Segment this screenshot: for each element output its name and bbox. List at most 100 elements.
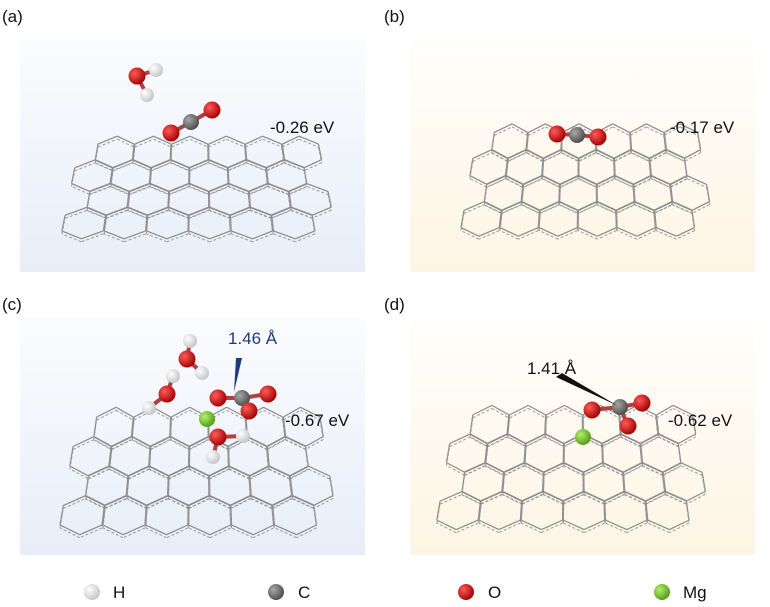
cc-bond-aromatic	[623, 465, 643, 476]
cc-bond-aromatic	[583, 494, 605, 505]
cc-bond-aromatic	[208, 162, 228, 172]
cc-bond	[455, 519, 479, 531]
cc-bond	[507, 433, 526, 445]
cc-bond	[472, 149, 492, 159]
adsorption-energy: -0.62 eV	[668, 411, 733, 430]
cc-bond-aromatic	[511, 126, 528, 136]
cc-bond-aromatic	[669, 187, 673, 205]
cc-bond-aromatic	[252, 233, 273, 243]
cc-bond	[486, 175, 507, 185]
cc-bond-aromatic	[681, 465, 703, 476]
cc-bond	[189, 436, 209, 448]
cc-bond	[246, 159, 266, 169]
cc-bond	[472, 404, 493, 416]
cc-bond-aromatic	[436, 504, 441, 524]
cc-bond-aromatic	[106, 209, 128, 219]
cc-bond	[89, 183, 111, 193]
cc-bond-aromatic	[633, 178, 652, 188]
cc-bond	[684, 149, 701, 159]
bond-length-pointer	[556, 373, 618, 406]
cc-bond-aromatic	[679, 126, 698, 136]
cc-bond-aromatic	[559, 178, 579, 188]
cc-bond-aromatic	[64, 209, 87, 219]
cc-bond-aromatic	[131, 439, 151, 450]
cc-bond-aromatic	[508, 152, 527, 162]
cc-bond	[478, 519, 500, 531]
cc-bond	[189, 135, 209, 145]
cc-bond-aromatic	[469, 436, 488, 448]
cc-bond-aromatic	[645, 494, 666, 505]
cc-bond	[230, 230, 253, 240]
cc-bond	[604, 491, 625, 502]
cc-bond-aromatic	[501, 204, 522, 214]
cc-bond-aromatic	[153, 138, 172, 148]
cc-bond	[63, 495, 86, 507]
cc-bond	[166, 524, 189, 536]
cc-bond-aromatic	[167, 194, 170, 211]
cc-bond	[72, 436, 94, 448]
cc-bond	[291, 495, 315, 507]
cc-bond-aromatic	[270, 218, 274, 235]
cc-bond-aromatic	[604, 494, 625, 505]
cc-bond-aromatic	[653, 213, 656, 231]
cc-bond-aromatic	[266, 449, 270, 470]
cc-bond-aromatic	[170, 162, 190, 172]
cc-bond	[478, 227, 500, 237]
cc-bond-aromatic	[93, 439, 112, 450]
cc-bond	[93, 436, 112, 448]
cc-bond-aromatic	[641, 465, 663, 476]
cc-bond	[126, 495, 147, 507]
legend: H C O Mg	[84, 583, 707, 602]
cc-bond-aromatic	[313, 498, 334, 509]
cc-bond	[283, 159, 305, 169]
cc-bond-aromatic	[69, 468, 89, 480]
hydrogen-atom	[140, 88, 154, 102]
cc-bond-aromatic	[89, 186, 111, 196]
cc-bond-aromatic	[88, 468, 110, 480]
cc-bond	[110, 183, 130, 193]
cc-bond-aromatic	[129, 186, 150, 196]
cc-bond-aromatic	[69, 449, 74, 470]
cc-bond-aromatic	[248, 186, 268, 195]
cc-bond-aromatic	[109, 449, 113, 470]
cc-bond-aromatic	[149, 449, 152, 470]
cc-bond-aromatic	[577, 230, 598, 240]
cc-bond	[188, 183, 209, 193]
cc-bond	[526, 149, 544, 159]
cc-bond	[563, 519, 585, 531]
cc-bond	[527, 404, 546, 416]
cc-bond-aromatic	[249, 209, 272, 219]
cc-bond	[692, 201, 710, 211]
cc-bond-aromatic	[245, 409, 264, 421]
cc-bond-aromatic	[146, 233, 168, 243]
cc-bond	[469, 158, 474, 176]
cc-bond	[501, 201, 522, 211]
cc-bond-aromatic	[134, 138, 154, 148]
cc-bond-aromatic	[226, 409, 246, 421]
cc-bond-aromatic	[245, 419, 248, 440]
cc-bond	[166, 230, 189, 240]
cc-bond-aromatic	[582, 436, 603, 448]
cc-bond-aromatic	[505, 178, 524, 188]
cc-bond	[209, 524, 231, 536]
cc-bond-aromatic	[460, 230, 480, 240]
cc-bond	[96, 406, 117, 418]
cc-bond-aromatic	[661, 475, 666, 495]
hydrogen-atom	[149, 63, 163, 77]
cc-bond	[491, 404, 510, 416]
cc-bond-aromatic	[84, 498, 105, 509]
cc-bond-aromatic	[528, 126, 546, 136]
cc-bond-aromatic	[478, 522, 500, 534]
cc-bond	[494, 123, 513, 133]
cc-bond-aromatic	[329, 478, 334, 499]
cc-bond	[106, 206, 128, 216]
cc-bond-aromatic	[564, 407, 583, 419]
cc-bond-aromatic	[640, 436, 659, 447]
cc-bond-aromatic	[597, 230, 617, 240]
cc-bond-aromatic	[539, 204, 560, 214]
cc-bond-aromatic	[250, 498, 273, 509]
cc-bond-aromatic	[152, 409, 171, 421]
cc-bond	[640, 433, 659, 445]
cc-bond	[86, 206, 106, 216]
panel-d: (d) 1.41 Å -0.62 eV	[384, 295, 755, 555]
